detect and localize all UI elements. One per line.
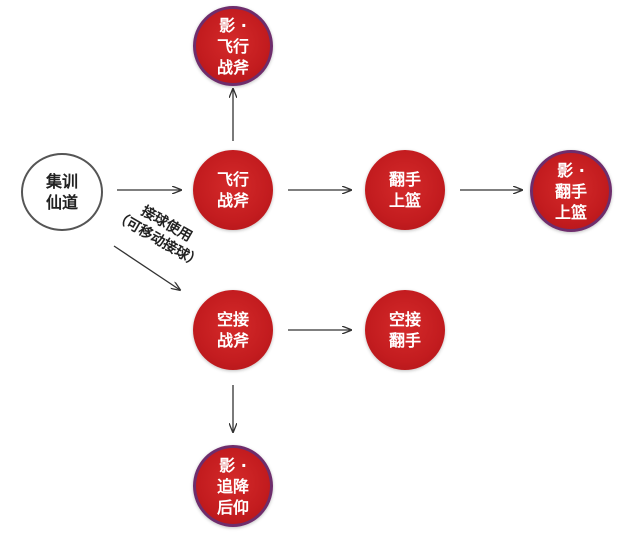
node-line: 翻手 [388, 170, 421, 189]
node-line: 后仰 [216, 497, 249, 517]
node-line: 翻手 [388, 331, 421, 350]
arrow-start-to-alley-axe [113, 245, 180, 290]
node-shadow-flip-layup[interactable]: 影 · 翻手 上篮 [530, 150, 612, 232]
node-line: 战斧 [216, 191, 249, 210]
node-shadow-fadeaway[interactable]: 影 · 追降 后仰 [193, 445, 273, 527]
node-line: 影 · [219, 15, 247, 35]
node-line: 飞行 [216, 170, 249, 189]
node-line: 战斧 [216, 57, 249, 77]
node-flip-layup[interactable]: 翻手 上篮 [365, 150, 445, 230]
node-line: 仙道 [45, 193, 78, 212]
node-start-training[interactable]: 集训 仙道 [21, 153, 103, 231]
node-flying-axe[interactable]: 飞行 战斧 [193, 150, 273, 230]
node-line: 翻手 [554, 181, 587, 201]
node-line: 空接 [216, 310, 249, 329]
node-line: 战斧 [216, 331, 249, 350]
node-shadow-flying-axe[interactable]: 影 · 飞行 战斧 [193, 6, 273, 86]
node-line: 上篮 [388, 191, 421, 210]
node-line: 影 · [557, 160, 585, 180]
node-alley-oop-flip[interactable]: 空接 翻手 [365, 290, 445, 370]
node-line: 影 · [219, 455, 247, 475]
node-line: 上篮 [554, 202, 587, 222]
node-line: 空接 [388, 310, 421, 329]
node-line: 追降 [216, 476, 249, 496]
node-alley-oop-axe[interactable]: 空接 战斧 [193, 290, 273, 370]
node-line: 飞行 [216, 36, 249, 56]
node-line: 集训 [45, 172, 78, 191]
